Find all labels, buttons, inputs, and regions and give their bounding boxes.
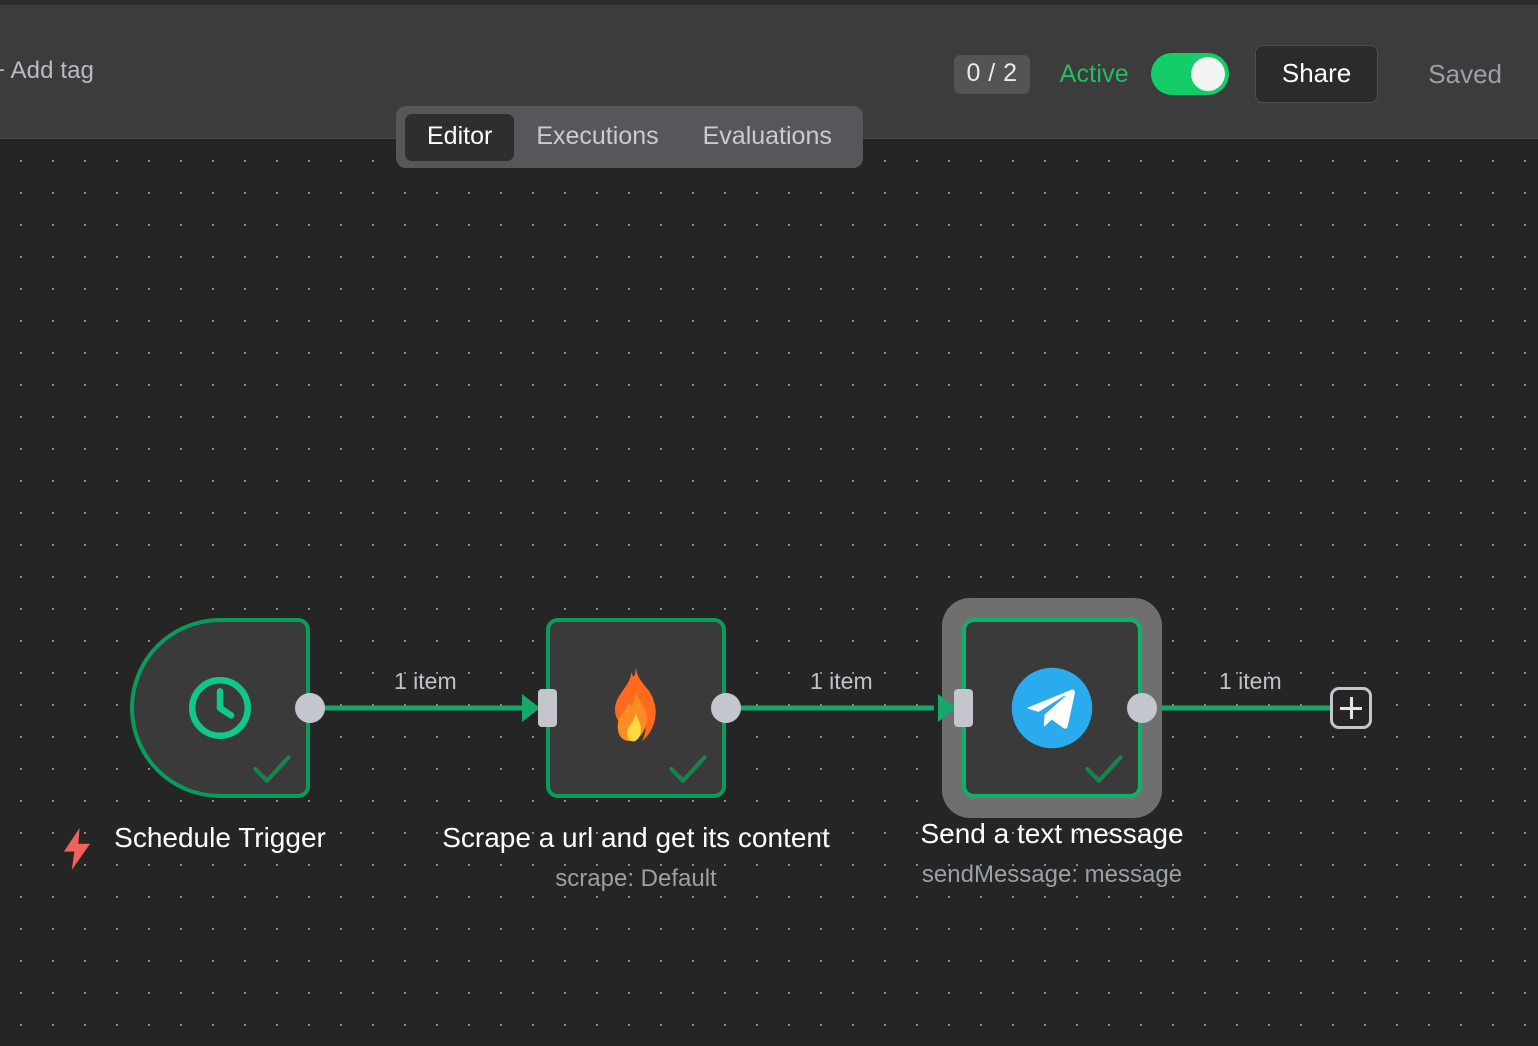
tab-executions[interactable]: Executions: [536, 121, 659, 150]
connection-edges: [310, 705, 1330, 711]
header-actions: 0 / 2 Active Share Saved: [954, 45, 1538, 103]
node-label-telegram: Send a text message sendMessage: message: [852, 814, 1252, 892]
node-schedule-trigger[interactable]: Schedule Trigger: [114, 618, 326, 853]
view-tabs: Editor Executions Evaluations: [396, 106, 863, 168]
node-telegram-inner: [938, 618, 1157, 798]
output-port-firecrawl-scrape[interactable]: [711, 693, 741, 723]
input-port-telegram[interactable]: [954, 689, 973, 727]
success-check-icon: [1085, 755, 1123, 783]
output-port-schedule-trigger[interactable]: [295, 693, 325, 723]
tab-evaluations[interactable]: Evaluations: [702, 121, 832, 150]
success-check-icon: [253, 755, 291, 783]
workflow-canvas[interactable]: 1 item 1 item 1 item Schedule Trigger: [0, 140, 1538, 1046]
input-arrow-telegram: [938, 694, 956, 722]
execution-count-badge[interactable]: 0 / 2: [954, 54, 1030, 94]
edge-label-2: 1 item: [810, 668, 873, 694]
node-title-firecrawl-scrape: Scrape a url and get its content: [442, 822, 830, 853]
active-toggle[interactable]: [1150, 53, 1229, 95]
window-top-sliver: [0, 0, 1538, 5]
input-port-firecrawl-scrape[interactable]: [538, 689, 557, 727]
toggle-knob: [1190, 57, 1225, 91]
node-telegram-send-message[interactable]: Send a text message sendMessage: message: [920, 598, 1184, 888]
success-check-icon: [669, 755, 707, 783]
share-button[interactable]: Share: [1254, 45, 1379, 103]
node-title-telegram: Send a text message: [920, 818, 1184, 849]
node-firecrawl-scrape[interactable]: Scrape a url and get its content scrape:…: [442, 618, 830, 892]
output-port-telegram[interactable]: [1127, 693, 1157, 723]
edge-label-1: 1 item: [394, 668, 457, 694]
add-tag-button[interactable]: + Add tag: [0, 57, 94, 84]
node-label-firecrawl-scrape: Scrape a url and get its content scrape:…: [436, 818, 836, 896]
node-subtitle-telegram: sendMessage: message: [921, 860, 1183, 888]
node-label-schedule-trigger: Schedule Trigger: [114, 822, 326, 853]
tab-editor[interactable]: Editor: [405, 113, 515, 161]
active-status-label: Active: [1059, 59, 1129, 88]
telegram-icon: [1010, 666, 1094, 750]
input-arrow-firecrawl-scrape: [522, 694, 540, 722]
edge-label-3: 1 item: [1219, 668, 1282, 694]
clock-icon: [183, 671, 257, 745]
saved-status-label: Saved: [1428, 58, 1502, 89]
add-node-button[interactable]: [1330, 687, 1372, 729]
lightning-bolt-icon: [63, 828, 91, 870]
node-subtitle-firecrawl-scrape: scrape: Default: [555, 864, 717, 892]
flame-icon: [598, 666, 674, 750]
